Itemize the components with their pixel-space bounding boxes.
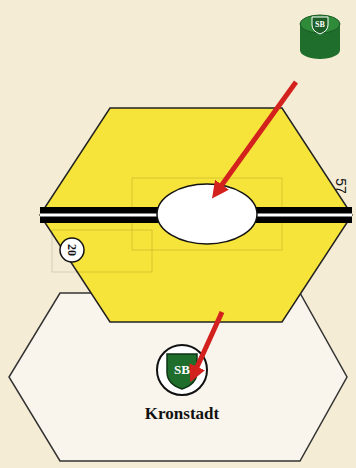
hex-outline — [40, 108, 352, 322]
value-circle — [60, 238, 84, 262]
city-name: Kronstadt — [145, 404, 219, 424]
hex-number: 57 — [334, 178, 348, 194]
token-logo: SB — [315, 21, 325, 29]
city-circle — [157, 184, 257, 244]
city-value: 20 — [66, 244, 78, 256]
arrow — [193, 312, 222, 376]
company-logo: SB — [174, 363, 190, 376]
arrow — [216, 82, 296, 193]
token — [300, 15, 340, 59]
